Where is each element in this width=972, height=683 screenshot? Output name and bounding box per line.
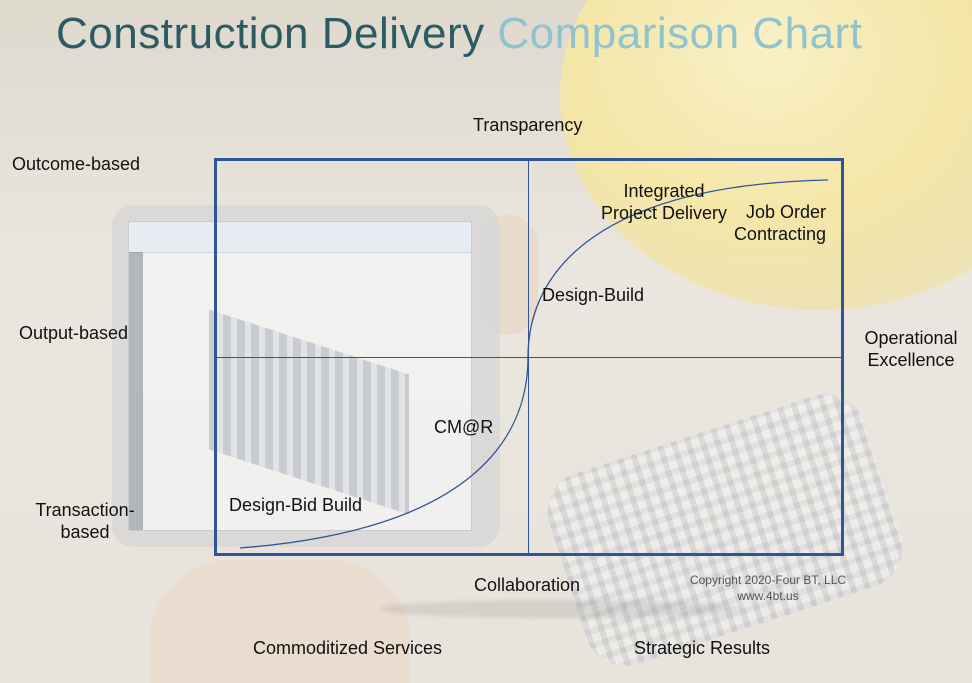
method-label-line: Integrated [623, 181, 705, 201]
hand-image [150, 560, 410, 683]
s-curve-path [239, 179, 829, 549]
axis-label-line: Transaction- [35, 500, 135, 520]
website-url: www.4bt.us [737, 589, 799, 603]
axis-label-output-based: Output-based [19, 323, 129, 343]
axis-label-transparency: Transparency [473, 115, 583, 135]
axis-label-outcome-based: Outcome-based [12, 154, 141, 174]
title-part-dark: Construction Delivery [56, 9, 485, 58]
method-label-line: Project Delivery [600, 203, 728, 223]
tablet-image [112, 205, 500, 547]
method-label-line: Job Order [745, 202, 826, 222]
method-label-integrated-project-delivery: Integrated Project Delivery [594, 180, 734, 224]
axis-label-line: based [60, 522, 110, 542]
quadrant-frame [214, 158, 844, 556]
method-label-design-bid-build: Design-Bid Build [229, 495, 363, 515]
method-label-line: Contracting [733, 224, 826, 244]
tablet-screen-toolbar [129, 222, 471, 253]
method-label-job-order-contracting: Job Order Contracting [720, 201, 826, 245]
horizontal-divider [216, 357, 842, 358]
copyright-line: Copyright 2020-Four BT, LLC [689, 573, 847, 587]
axis-label-line: Excellence [867, 350, 955, 370]
axis-label-collaboration: Collaboration [474, 575, 581, 595]
shadow [380, 600, 740, 618]
method-label-design-build: Design-Build [542, 285, 645, 305]
axis-label-transaction-based: Transaction- based [30, 499, 140, 543]
axis-label-operational-excellence: Operational Excellence [858, 327, 964, 371]
title-part-light: Comparison Chart [497, 9, 863, 58]
axis-label-commoditized-services: Commoditized Services [253, 638, 443, 658]
page-title: Construction Delivery Comparison Chart [56, 8, 862, 60]
tablet-screen [128, 221, 472, 531]
axis-label-strategic-results: Strategic Results [634, 638, 771, 658]
axis-label-line: Operational [864, 328, 958, 348]
tablet-screen-sidebar [129, 252, 143, 530]
method-label-cmar: CM@R [434, 417, 494, 437]
copyright-notice: Copyright 2020-Four BT, LLC www.4bt.us [686, 572, 850, 604]
